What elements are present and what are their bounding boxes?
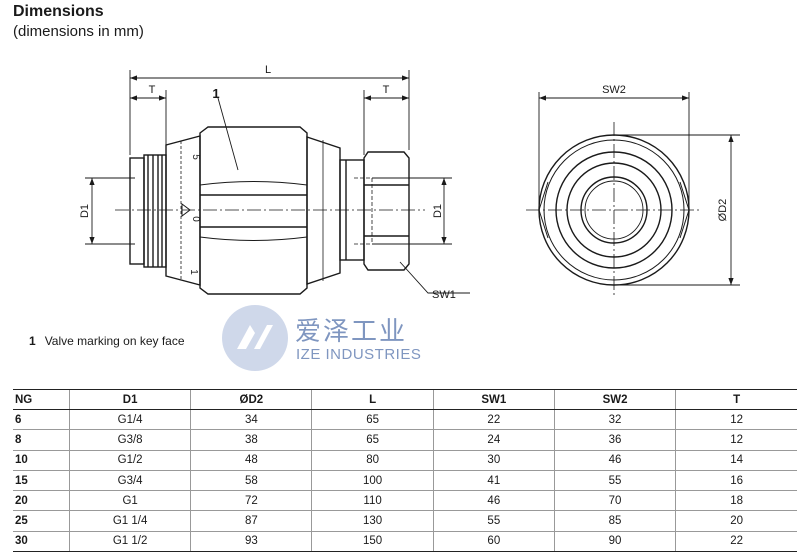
column-header: L [311, 389, 434, 410]
table-cell: 6 [13, 409, 70, 431]
dim-OD2-label: ØD2 [717, 199, 729, 222]
valve-mark-1: 1 [188, 269, 199, 275]
table-cell: 60 [432, 531, 555, 552]
table-cell: 70 [553, 490, 676, 512]
legend-note: 1 Valve marking on key face [29, 334, 185, 348]
legend-number: 1 [29, 334, 36, 348]
table-cell: 22 [675, 531, 797, 552]
table-cell: G1/4 [68, 409, 191, 431]
table-cell: 65 [311, 409, 434, 431]
dim-L-label: L [265, 64, 271, 76]
table-cell: 12 [675, 409, 797, 431]
table-cell: 30 [432, 450, 555, 471]
table-cell: 130 [311, 510, 434, 532]
valve-mark-5: 5 [190, 154, 201, 160]
table-cell: 12 [675, 429, 797, 451]
dim-T-left-label: T [149, 84, 156, 96]
table-header-row: NG D1 ØD2 L SW1 SW2 T [13, 389, 797, 410]
legend-text: Valve marking on key face [44, 334, 185, 348]
table-cell: 34 [190, 409, 312, 431]
table-cell: 24 [432, 429, 555, 451]
table-cell: 85 [553, 510, 676, 532]
table-cell: 110 [311, 490, 434, 512]
table-cell: 32 [553, 409, 676, 431]
table-cell: 10 [13, 450, 70, 471]
table-cell: 48 [190, 450, 312, 471]
table-cell: 55 [553, 470, 676, 492]
table-cell: 36 [553, 429, 676, 451]
table-cell: 20 [13, 490, 70, 512]
front-view-labels: SW2 ØD2 [602, 84, 729, 221]
front-view-dimensions [538, 92, 740, 286]
table-cell: G1/2 [68, 450, 191, 471]
page-subtitle: (dimensions in mm) [13, 23, 144, 40]
table-cell: 14 [675, 450, 797, 471]
column-header: SW1 [432, 389, 555, 410]
side-view [115, 97, 470, 295]
table-cell: 15 [13, 470, 70, 492]
table-cell: 58 [190, 470, 312, 492]
table-cell: 18 [675, 490, 797, 512]
valve-mark-0: 0 [190, 216, 201, 222]
column-header: NG [13, 389, 70, 410]
table-row: 10 G1/2 48 80 30 46 14 [13, 450, 797, 471]
table-cell: 38 [190, 429, 312, 451]
watermark-logo-icon [222, 305, 288, 371]
table-cell: 16 [675, 470, 797, 492]
table-cell: 20 [675, 510, 797, 532]
watermark-en-text: IZE INDUSTRIES [296, 346, 422, 363]
column-header: D1 [68, 389, 191, 410]
table-cell: G1 1/4 [68, 510, 191, 532]
table-cell: G3/8 [68, 429, 191, 451]
front-view [526, 122, 702, 298]
table-cell: 93 [190, 531, 312, 552]
page-title: Dimensions [13, 3, 104, 20]
dim-D1-left-label: D1 [79, 204, 91, 218]
table-row: 8 G3/8 38 65 24 36 12 [13, 429, 797, 451]
table-cell: 30 [13, 531, 70, 552]
table-cell: 22 [432, 409, 555, 431]
column-header: T [675, 389, 797, 410]
item-number-label: 1 [212, 86, 219, 101]
watermark-cn-text: 爱泽工业 [295, 317, 408, 347]
table-row: 15 G3/4 58 100 41 55 16 [13, 470, 797, 492]
table-cell: G3/4 [68, 470, 191, 492]
table-cell: 72 [190, 490, 312, 512]
dim-D1-right-label: D1 [432, 204, 444, 218]
dim-SW1-label: SW1 [432, 289, 456, 301]
table-cell: G1 1/2 [68, 531, 191, 552]
dimensions-table: NG D1 ØD2 L SW1 SW2 T 6 G1/4 34 65 22 32… [13, 389, 797, 552]
table-cell: 65 [311, 429, 434, 451]
side-view-dimensions [85, 70, 452, 245]
column-header: SW2 [553, 389, 676, 410]
table-row: 6 G1/4 34 65 22 32 12 [13, 409, 797, 431]
table-row: 25 G1 1/4 87 130 55 85 20 [13, 510, 797, 532]
technical-drawing: L T T 1 D1 D1 SW1 5 0 1 SW2 ØD2 [79, 64, 740, 301]
table-cell: 90 [553, 531, 676, 552]
dim-T-right-label: T [383, 84, 390, 96]
table-row: 20 G1 72 110 46 70 18 [13, 490, 797, 512]
column-header: ØD2 [190, 389, 312, 410]
table-cell: 55 [432, 510, 555, 532]
table-cell: G1 [68, 490, 191, 512]
table-cell: 8 [13, 429, 70, 451]
side-view-labels: L T T 1 D1 D1 SW1 5 0 1 [79, 64, 456, 301]
table-cell: 150 [311, 531, 434, 552]
table-cell: 41 [432, 470, 555, 492]
table-cell: 46 [432, 490, 555, 512]
table-cell: 46 [553, 450, 676, 471]
table-cell: 80 [311, 450, 434, 471]
table-cell: 100 [311, 470, 434, 492]
table-row: 30 G1 1/2 93 150 60 90 22 [13, 531, 797, 552]
dim-SW2-label: SW2 [602, 84, 626, 96]
table-cell: 87 [190, 510, 312, 532]
table-cell: 25 [13, 510, 70, 532]
